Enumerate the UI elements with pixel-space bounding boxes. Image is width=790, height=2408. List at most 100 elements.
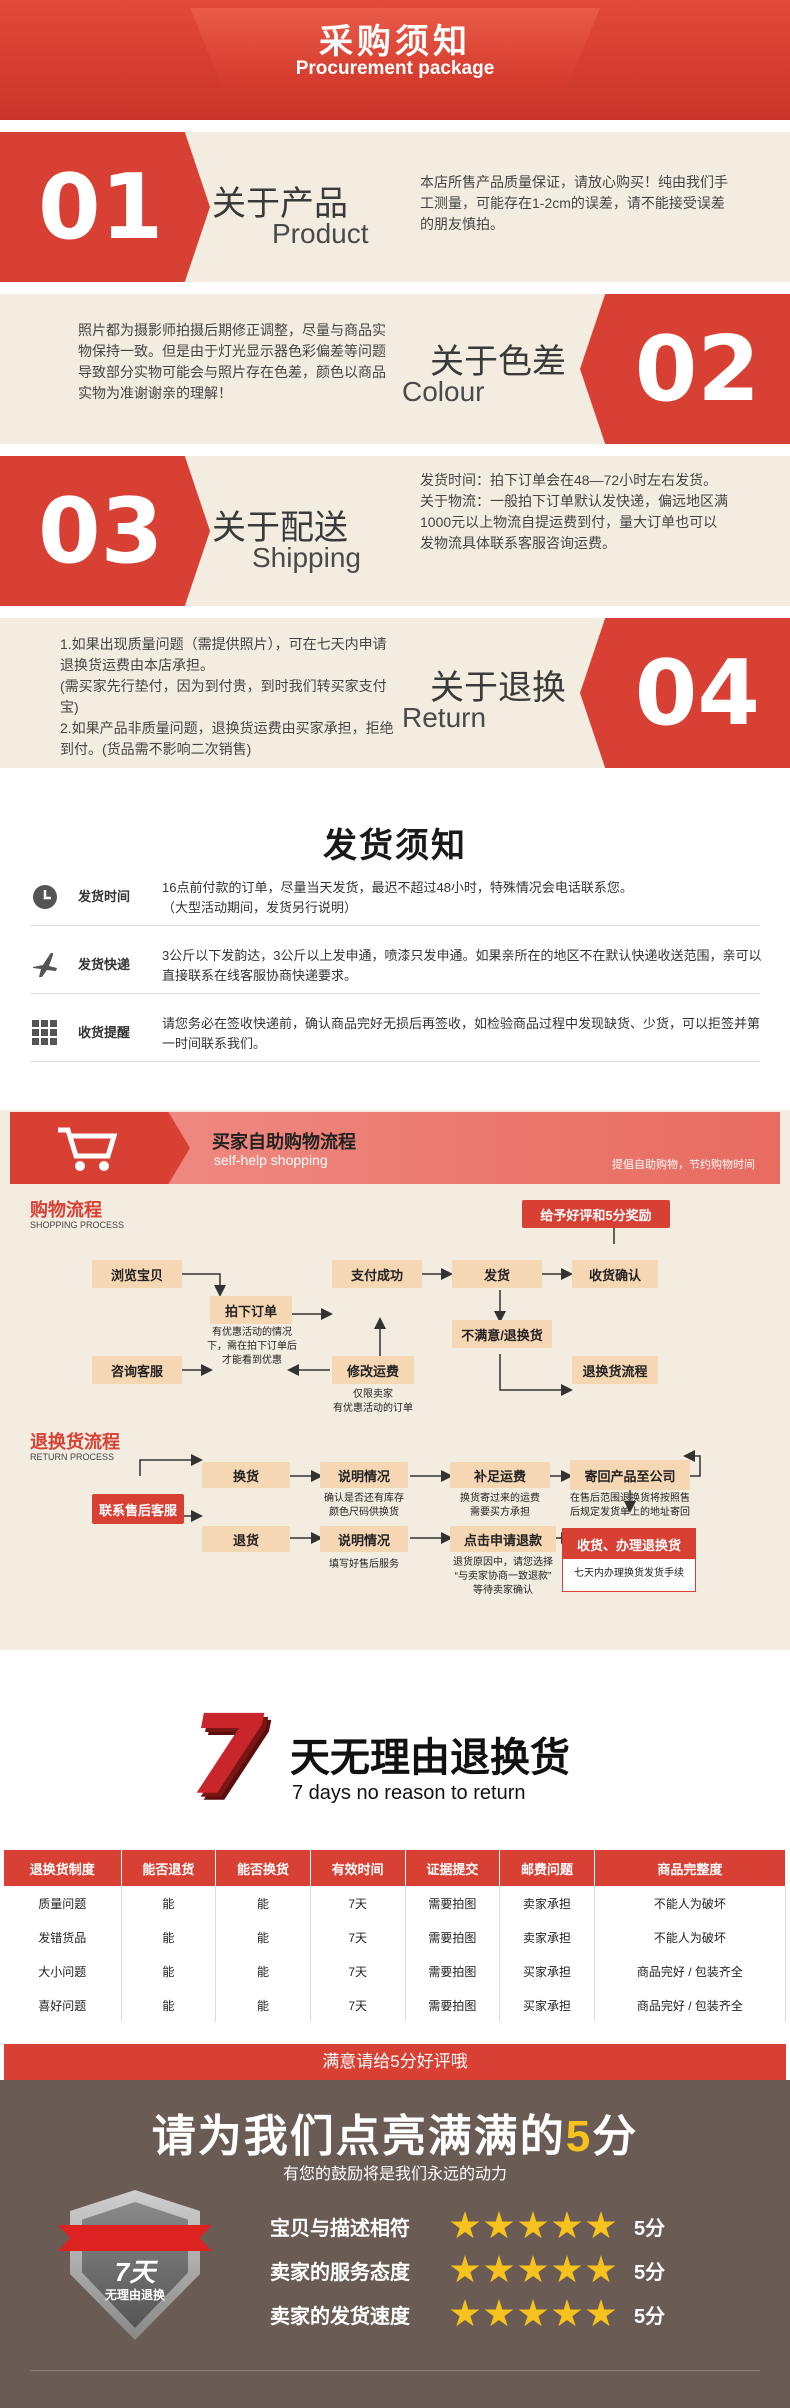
- table-header: 商品完整度: [594, 1850, 787, 1886]
- star-icon: [552, 2299, 582, 2327]
- return-policy-table: 退换货制度 能否退货 能否换货 有效时间 证据提交 邮费问题 商品完整度 质量问…: [4, 1850, 787, 2022]
- step-receive-refund-panel: 收货、办理退换货 七天内办理换货发货手续: [562, 1528, 696, 1592]
- shipping-row-time: 发货时间 16点前付款的订单，尽量当天发货，最迟不超过48小时，特殊情况会电话联…: [30, 866, 760, 926]
- rating-score: 5分: [634, 2217, 666, 2240]
- shipping-title: 发货须知: [323, 827, 467, 865]
- step-order: 拍下订单: [210, 1296, 292, 1324]
- table-cell: 7天: [310, 1920, 406, 1954]
- table-cell: 能: [121, 1954, 217, 1988]
- shopping-process-title: 购物流程: [30, 1200, 102, 1220]
- step-receive-refund: 收货、办理退换货: [563, 1529, 695, 1559]
- table-cell: 质量问题: [4, 1886, 122, 1920]
- step-resend: 补足运费: [450, 1462, 550, 1488]
- table-cell: 能: [215, 1988, 311, 2022]
- shipping-text: 16点前付款的订单，尽量当天发货，最迟不超过48小时，特殊情况会电话联系您。 （…: [162, 880, 633, 915]
- seven-title: 天无理由退换货: [290, 1736, 570, 1780]
- table-header: 有效时间: [310, 1850, 406, 1886]
- table-cell: 能: [121, 1920, 217, 1954]
- notice-shipping: 03 关于配送 Shipping 发货时间：拍下订单会在48—72小时左右发货。…: [0, 456, 790, 606]
- rating-label: 卖家的发货速度: [270, 2305, 410, 2328]
- shipping-label: 发货时间: [78, 889, 131, 904]
- rating-row: 宝贝与描述相符 5分: [270, 2206, 690, 2246]
- star-icon: [586, 2255, 616, 2283]
- cart-badge: [10, 1112, 190, 1184]
- page-subtitle: Procurement package: [295, 58, 495, 79]
- notice-desc: 发货时间：拍下订单会在48—72小时左右发货。 关于物流：一般拍下订单默认发快递…: [420, 472, 728, 551]
- return-process-title-en: RETURN PROCESS: [30, 1452, 115, 1462]
- notice-desc: 1.如果出现质量问题（需提供照片），可在七天内申请退换货运费由本店承担。 (需买…: [60, 636, 394, 757]
- page-title: 采购须知: [319, 23, 471, 61]
- star-icon: [518, 2211, 548, 2239]
- notice-title-en: Product: [272, 218, 369, 249]
- step-ship: 发货: [452, 1260, 542, 1288]
- divider: [30, 2370, 760, 2371]
- star-icon: [586, 2299, 616, 2327]
- rating-score: 5分: [634, 2261, 666, 2284]
- shipping-row-receive: 收货提醒 请您务必在签收快递前，确认商品完好无损后再签收，如检验商品过程中发现缺…: [30, 1002, 760, 1062]
- table-cell: 7天: [310, 1886, 406, 1920]
- notice-title: 关于配送: [212, 509, 348, 547]
- step-resend-note: 换货寄过来的运费 需要买方承担: [460, 1493, 540, 1518]
- rating-title-num: 5: [565, 2112, 593, 2161]
- table-cell: 能: [215, 1954, 311, 1988]
- table-cell: 商品完好 / 包装齐全: [594, 1988, 787, 2022]
- step-receive: 收货确认: [572, 1260, 658, 1288]
- step-consult: 咨询客服: [92, 1356, 182, 1384]
- table-header: 能否换货: [215, 1850, 311, 1886]
- step-modify-note: 仅限卖家 有优惠活动的订单: [333, 1389, 413, 1414]
- notice-desc: 照片都为摄影师拍摄后期修正调整，尽量与商品实物保持一致。但是由于灯光显示器色彩偏…: [78, 322, 386, 401]
- step-contact: 联系售后客服: [92, 1494, 184, 1524]
- step-modify: 修改运费: [332, 1356, 414, 1384]
- star-icon: [518, 2255, 548, 2283]
- star-icon: [450, 2299, 480, 2327]
- table-header: 邮费问题: [499, 1850, 595, 1886]
- process-title: 买家自助购物流程: [212, 1132, 356, 1152]
- table-cell: 需要拍图: [405, 1954, 501, 1988]
- table-cell: 能: [121, 1886, 217, 1920]
- table-cell: 买家承担: [499, 1954, 595, 1988]
- table-cell: 7天: [310, 1988, 406, 2022]
- plane-icon: [30, 950, 60, 980]
- table-cell: 卖家承担: [499, 1886, 595, 1920]
- process-tip: 提倡自助购物，节约购物时间: [612, 1159, 755, 1171]
- step-explain2-note: 填写好售后服务: [329, 1559, 399, 1570]
- step-receive-refund-note: 七天内办理换货发货手续: [574, 1568, 684, 1579]
- star-icon: [586, 2211, 616, 2239]
- notice-title-en: Return: [402, 702, 487, 733]
- table-cell: 能: [121, 1988, 217, 2022]
- notice-number: 03: [0, 456, 210, 606]
- grid-icon: [30, 1018, 60, 1048]
- table-cell: 能: [215, 1920, 311, 1954]
- step-order-note: 有优惠活动的情况下，需在拍下订单后才能看到优惠: [207, 1327, 297, 1366]
- table-cell: 商品完好 / 包装齐全: [594, 1954, 787, 1988]
- shipping-label: 发货快递: [78, 957, 131, 972]
- return-process-title: 退换货流程: [30, 1432, 120, 1452]
- rating-subtitle: 有您的鼓励将是我们永远的动力: [282, 2166, 507, 2183]
- notice-title: 关于产品: [212, 185, 348, 223]
- cart-icon: [58, 1127, 118, 1171]
- step-unhappy: 不满意/退换货: [452, 1320, 552, 1348]
- notice-number: 02: [580, 294, 790, 444]
- badge-main: 7天: [114, 2257, 156, 2287]
- step-refund: 退货: [202, 1526, 290, 1552]
- step-explain2: 说明情况: [320, 1526, 408, 1552]
- table-cell: 不能人为破坏: [594, 1886, 787, 1920]
- star-icon: [484, 2255, 514, 2283]
- rating-row: 卖家的发货速度 5分: [270, 2294, 690, 2334]
- table-cell: 大小问题: [4, 1954, 122, 1988]
- clock-icon: [30, 882, 60, 912]
- notice-title: 关于色差: [430, 343, 566, 381]
- step-exchange: 换货: [202, 1462, 290, 1488]
- rating-title-pre: 请为我们点亮满满的: [151, 2112, 566, 2161]
- step-browse: 浏览宝贝: [92, 1260, 182, 1288]
- table-cell: 卖家承担: [499, 1920, 595, 1954]
- shipping-row-express: 发货快递 3公斤以下发韵达，3公斤以上发申通，喷漆只发申通。如果亲所在的地区不在…: [30, 934, 761, 994]
- table-cell: 发错货品: [4, 1920, 122, 1954]
- rating-title: 请为我们点亮满满的5分: [0, 2100, 790, 2164]
- star-icon: [450, 2255, 480, 2283]
- table-cell: 需要拍图: [405, 1920, 501, 1954]
- notice-desc: 本店所售产品质量保证，请放心购买！纯由我们手工测量，可能存在1-2cm的误差，请…: [420, 174, 728, 232]
